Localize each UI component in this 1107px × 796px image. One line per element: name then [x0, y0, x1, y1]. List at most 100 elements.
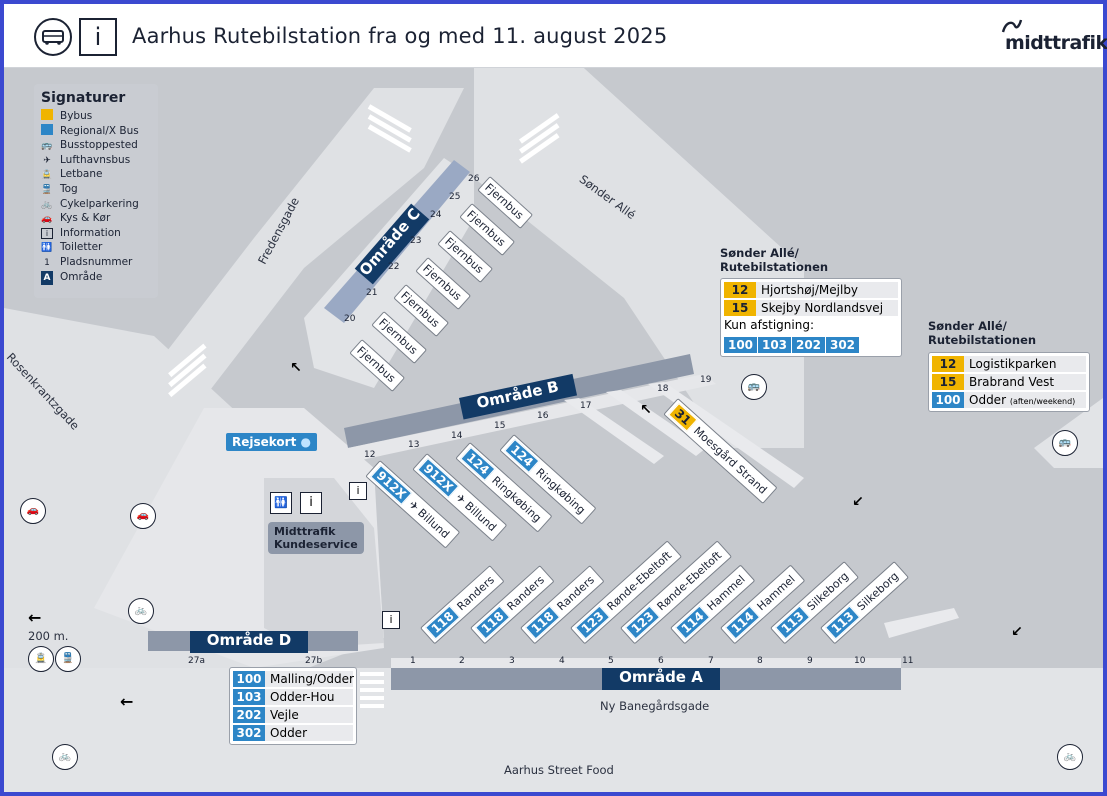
bus-icon: [34, 18, 72, 56]
legend-item-train: 🚆Tog: [41, 182, 151, 197]
bay-number: 26: [468, 174, 480, 184]
legend-item-light-rail: 🚊Letbane: [41, 167, 151, 182]
legend-item-bybus: Bybus: [41, 109, 151, 124]
route-chip[interactable]: 100: [724, 337, 757, 353]
legend-item-bicycle: 🚲Cykelparkering: [41, 197, 151, 212]
regional-swatch: [41, 123, 53, 135]
legend-item-airport-bus: ✈Lufthavnsbus: [41, 153, 151, 168]
bay-number: 8: [757, 656, 763, 666]
bay-number: 7: [708, 656, 714, 666]
bay-a-11: [884, 608, 959, 638]
legend-item-bus-stop: 🚌Busstoppested: [41, 138, 151, 153]
brand-logo: midttrafik: [1005, 32, 1107, 54]
crosswalk-east: [519, 113, 560, 164]
bay-number: 20: [344, 314, 356, 324]
bay-number: 18: [657, 384, 669, 394]
route-chip[interactable]: 103: [758, 337, 791, 353]
alight-label: Kun afstigning:: [724, 318, 814, 332]
station-map: [4, 68, 1103, 792]
bay-number: 13: [408, 440, 420, 450]
car-icon: 🚗: [41, 214, 53, 225]
bay-number: 12: [364, 450, 376, 460]
rejsekort-icon: ●: [300, 435, 312, 449]
arrow-left-icon: ←: [28, 608, 42, 627]
bay-number: 24: [430, 210, 442, 220]
bay-number: 27b: [305, 656, 323, 666]
airport-bus-icon: ✈: [43, 155, 51, 166]
brand-logo-icon: [1001, 19, 1023, 33]
route-chip[interactable]: 202: [792, 337, 825, 353]
bay-number: 22: [388, 262, 400, 272]
train-icon: 🚆: [41, 184, 53, 195]
page-title: Aarhus Rutebilstation fra og med 11. aug…: [132, 24, 668, 48]
arrow-down-left-icon: ↙: [852, 494, 864, 510]
car-icon: 🚗: [130, 503, 156, 529]
bay-number: 4: [559, 656, 565, 666]
info-icon: i: [349, 482, 367, 500]
bus-stop-icon: 🚌: [41, 141, 53, 152]
bay-number: 11: [902, 656, 914, 666]
bay-number: 14: [451, 431, 463, 441]
bay-number: 10: [854, 656, 866, 666]
terminal-building: [264, 478, 384, 648]
bay-number: 3: [509, 656, 515, 666]
train-icon: 🚆: [55, 646, 81, 672]
bay-number: 19: [700, 375, 712, 385]
bay-number: 23: [410, 236, 422, 246]
rejsekort-sign: Rejsekort ●: [226, 433, 318, 451]
info-icon: i: [300, 492, 322, 514]
bicycle-icon: 🚲: [128, 598, 154, 624]
arrow-up-left-icon: ↖: [640, 402, 652, 418]
bay-number: 27a: [188, 656, 205, 666]
area-d-label: Område D: [190, 631, 308, 653]
info-icon: i: [79, 18, 117, 56]
bay-number: 2: [459, 656, 465, 666]
car-icon: 🚗: [20, 498, 46, 524]
info-icon: i: [41, 227, 53, 239]
road-fredensgade: [154, 88, 464, 398]
bay-number: 17: [580, 401, 592, 411]
route-chip[interactable]: 302: [826, 337, 859, 353]
street-ny-banegaardsgade: Ny Banegårdsgade: [600, 699, 710, 713]
legend-item-car: 🚗Kys & Kør: [41, 211, 151, 226]
crosswalk-west: [168, 343, 207, 398]
arrow-down-left-icon: ↙: [1011, 624, 1023, 640]
bus-stop-icon: 🚌: [1052, 430, 1078, 456]
area-a-label: Område A: [602, 668, 720, 690]
legend: Signaturer Bybus Regional/X Bus 🚌Busstop…: [34, 84, 158, 298]
legend-title: Signaturer: [41, 90, 126, 106]
bus-stop-icon: 🚌: [741, 374, 767, 400]
stop-sonder-alle-title: Sønder Allé/Rutebilstationen: [720, 246, 829, 274]
bicycle-icon: 🚲: [1057, 744, 1083, 770]
bicycle-icon: 🚲: [41, 199, 53, 210]
light-rail-icon: 🚊: [28, 646, 54, 672]
street-aarhus-street-food: Aarhus Street Food: [504, 763, 614, 777]
crosswalk-south: [360, 672, 384, 708]
header: i Aarhus Rutebilstation fra og med 11. a…: [4, 4, 1107, 68]
bay-number: 25: [449, 192, 461, 202]
toilet-icon: 🚻: [270, 492, 292, 514]
bicycle-icon: 🚲: [52, 744, 78, 770]
stop-sonder-alle-2-title: Sønder Allé/Rutebilstationen: [928, 319, 1037, 347]
legend-item-regional: Regional/X Bus: [41, 123, 151, 139]
bay-number: 21: [366, 288, 378, 298]
bay-number: 16: [537, 411, 549, 421]
arrow-left-icon: ←: [120, 692, 134, 711]
